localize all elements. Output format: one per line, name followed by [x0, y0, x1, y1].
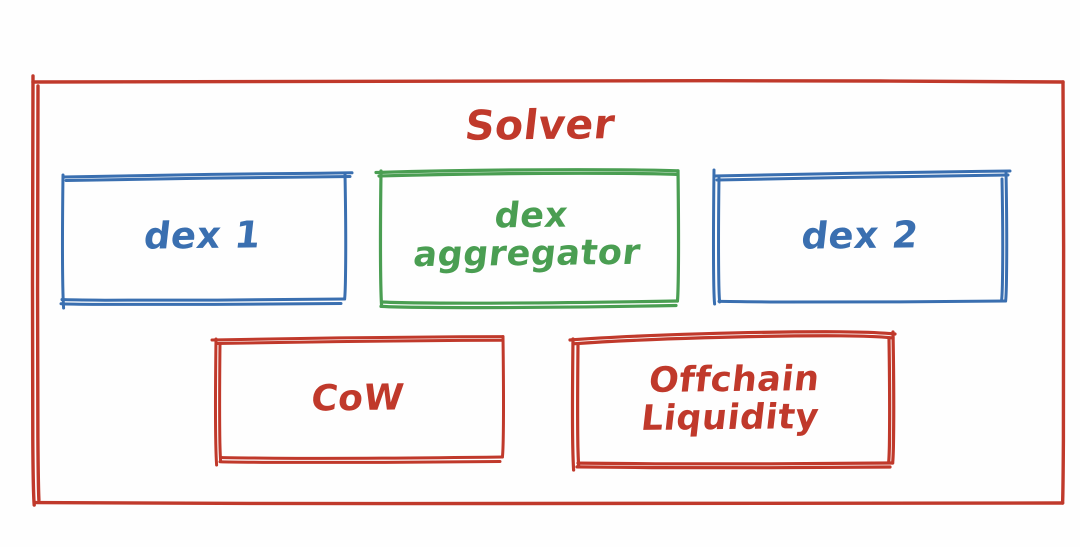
box-label-dex-aggregator-line-2: aggregator [411, 232, 643, 276]
box-label-dex1-line-1: dex 1 [141, 213, 264, 258]
diagram-title: Solver [0, 91, 1080, 158]
box-label-dex-aggregator-line-1: dex [492, 195, 570, 237]
box-label-dex2-line-1: dex 2 [799, 213, 921, 258]
dex2-box-stroke [711, 168, 1012, 306]
offchain-liquidity-box-stroke [568, 330, 897, 472]
cow-box-stroke [210, 335, 506, 467]
box-label-offchain-liquidity: Offchain Liquidity [566, 334, 899, 465]
box-label-offchain-liquidity-line-1: Offchain [646, 359, 822, 402]
dex1-box-stroke [59, 171, 354, 310]
dex-aggregator-box-stroke [374, 168, 681, 310]
box-label-dex1: dex 1 [53, 171, 353, 302]
box-label-offchain-liquidity-line-2: Liquidity [638, 397, 822, 439]
box-label-cow-line-1: CoW [309, 377, 407, 420]
box-label-dex-aggregator: dex aggregator [373, 168, 684, 303]
diagram-title-text: Solver [462, 100, 618, 150]
box-label-cow: CoW [209, 337, 506, 462]
solver-outer-box-stroke [30, 74, 1066, 507]
box-label-dex2: dex 2 [707, 170, 1014, 301]
